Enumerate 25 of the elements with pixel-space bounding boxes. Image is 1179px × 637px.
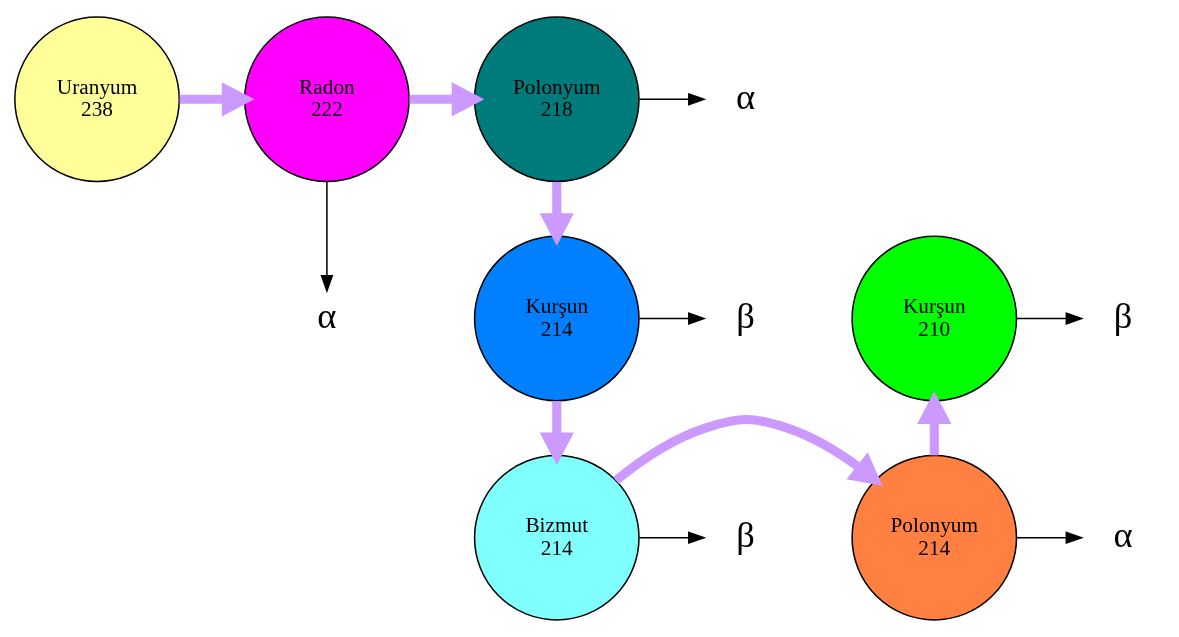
node-circle: Uranyum 238 <box>14 16 180 183</box>
node-text: β <box>1113 294 1133 336</box>
arrow <box>1016 531 1084 545</box>
node-circle: Bizmut 214 <box>473 454 640 621</box>
arrow <box>1016 312 1084 325</box>
arrow <box>320 181 334 294</box>
node-text: α <box>735 75 756 117</box>
arrow <box>539 401 574 466</box>
arrow <box>638 312 707 325</box>
node-circle: Radon 222 <box>243 16 410 183</box>
node-circle: Kurşun 210 <box>851 235 1018 402</box>
node-circle: Kurşun 214 <box>473 235 640 402</box>
node-text: β <box>736 294 755 336</box>
node-text: β <box>736 514 755 556</box>
arrow <box>638 92 707 106</box>
node-text: α <box>1113 514 1133 556</box>
arrow <box>917 391 952 456</box>
arrow <box>409 82 485 117</box>
arrow <box>179 82 255 117</box>
node-text: α <box>317 294 337 336</box>
node-circle: Polonyum 218 <box>473 16 640 183</box>
node-circle: Polonyum 214 <box>851 454 1018 621</box>
arrow <box>613 414 883 486</box>
arrow <box>539 181 574 246</box>
arrow <box>638 531 707 545</box>
